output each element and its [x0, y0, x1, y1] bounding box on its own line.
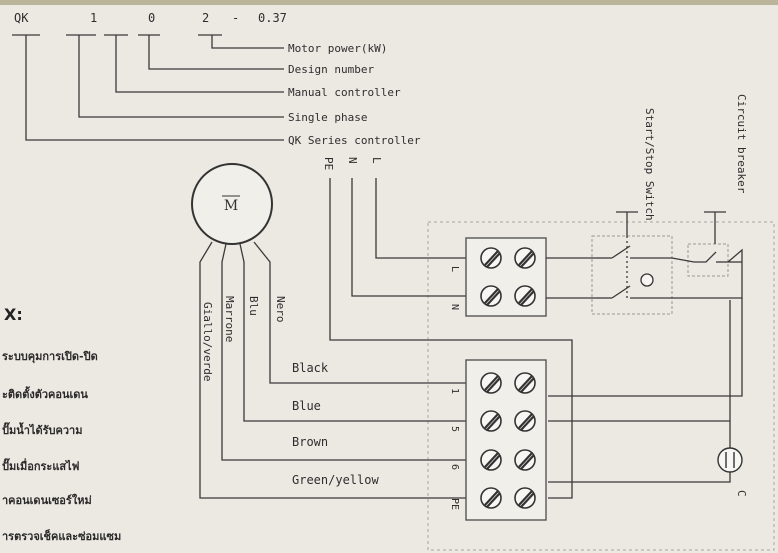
device-labels: Start/Stop Switch Circuit breaker: [643, 94, 748, 221]
capacitor: C: [717, 447, 748, 497]
legend-qk-series: QK Series controller: [288, 134, 421, 147]
lower-terminal-block: 1 5 6 PE: [449, 359, 547, 521]
legend-motor-power: Motor power(kW): [288, 42, 387, 55]
motor-wire-labels: Giallo/verde Marrone Blu Nero: [201, 296, 287, 381]
block-label-1: 1: [449, 388, 460, 394]
wire-label-nero: Nero: [274, 296, 287, 323]
left-panel-line-5: าคอนเดนเซอร์ใหม่: [2, 493, 92, 507]
colour-black: Black: [292, 361, 329, 375]
start-stop-switch: [591, 211, 673, 315]
block-label-5: 5: [449, 426, 460, 432]
supply-n: N: [346, 157, 359, 164]
left-panel-line-6: ารตรวจเช็คและซ่อมแซม: [2, 529, 121, 543]
supply-l: L: [370, 157, 383, 164]
top-border: [0, 0, 778, 5]
legend-single-phase: Single phase: [288, 111, 367, 124]
block-label-6: 6: [449, 464, 460, 470]
legend-manual-controller: Manual controller: [288, 86, 401, 99]
capacitor-label: C: [735, 490, 748, 497]
left-panel-line-4: ปั๊มเมื่อกระแสไฟ: [2, 458, 80, 473]
block-label-pe: PE: [449, 498, 460, 510]
left-panel-heading: X:: [4, 305, 23, 324]
control-wires: [546, 248, 743, 483]
left-panel-line-1: ระบบคุมการเปิด-ปิด: [2, 350, 98, 364]
model-code-leaders: [12, 34, 284, 141]
block-label-l: L: [449, 266, 460, 272]
supply-wires: [329, 178, 573, 499]
wire-label-marrone: Marrone: [223, 296, 236, 342]
code-2: 2: [202, 11, 209, 25]
enclosure: [427, 221, 775, 551]
left-panel: X: ระบบคุมการเปิด-ปิด ะติดตั้งตัวคอนเดน …: [2, 305, 121, 543]
legend-design-number: Design number: [288, 63, 374, 76]
colour-green-yellow: Green/yellow: [292, 473, 379, 487]
supply-terminal-labels: PE N L: [322, 157, 383, 170]
colour-labels: Black Blue Brown Green/yellow: [292, 361, 379, 487]
wire-label-giallo-verde: Giallo/verde: [201, 302, 214, 381]
colour-brown: Brown: [292, 435, 328, 449]
code-dash: -: [232, 11, 239, 25]
model-code: QK 1 0 2 - 0.37: [14, 11, 287, 25]
circuit-breaker: [687, 211, 729, 277]
code-1: 1: [90, 11, 97, 25]
colour-blue: Blue: [292, 399, 321, 413]
left-panel-line-2: ะติดตั้งตัวคอนเดน: [2, 386, 88, 401]
code-power: 0.37: [258, 11, 287, 25]
motor-wires: [199, 241, 470, 499]
motor-symbol: M: [224, 198, 238, 214]
block-label-n: N: [449, 304, 460, 310]
wire-label-blu: Blu: [247, 296, 260, 316]
supply-pe: PE: [322, 157, 335, 170]
upper-terminal-block: L N: [449, 237, 547, 317]
code-qk: QK: [14, 11, 29, 25]
code-0: 0: [148, 11, 155, 25]
model-code-legend: Motor power(kW) Design number Manual con…: [288, 42, 421, 147]
breaker-label: Circuit breaker: [735, 94, 748, 194]
switch-label: Start/Stop Switch: [643, 108, 656, 221]
motor: M: [191, 163, 273, 245]
left-panel-line-3: ปั๊มน้ำได้รับความ: [2, 422, 82, 437]
